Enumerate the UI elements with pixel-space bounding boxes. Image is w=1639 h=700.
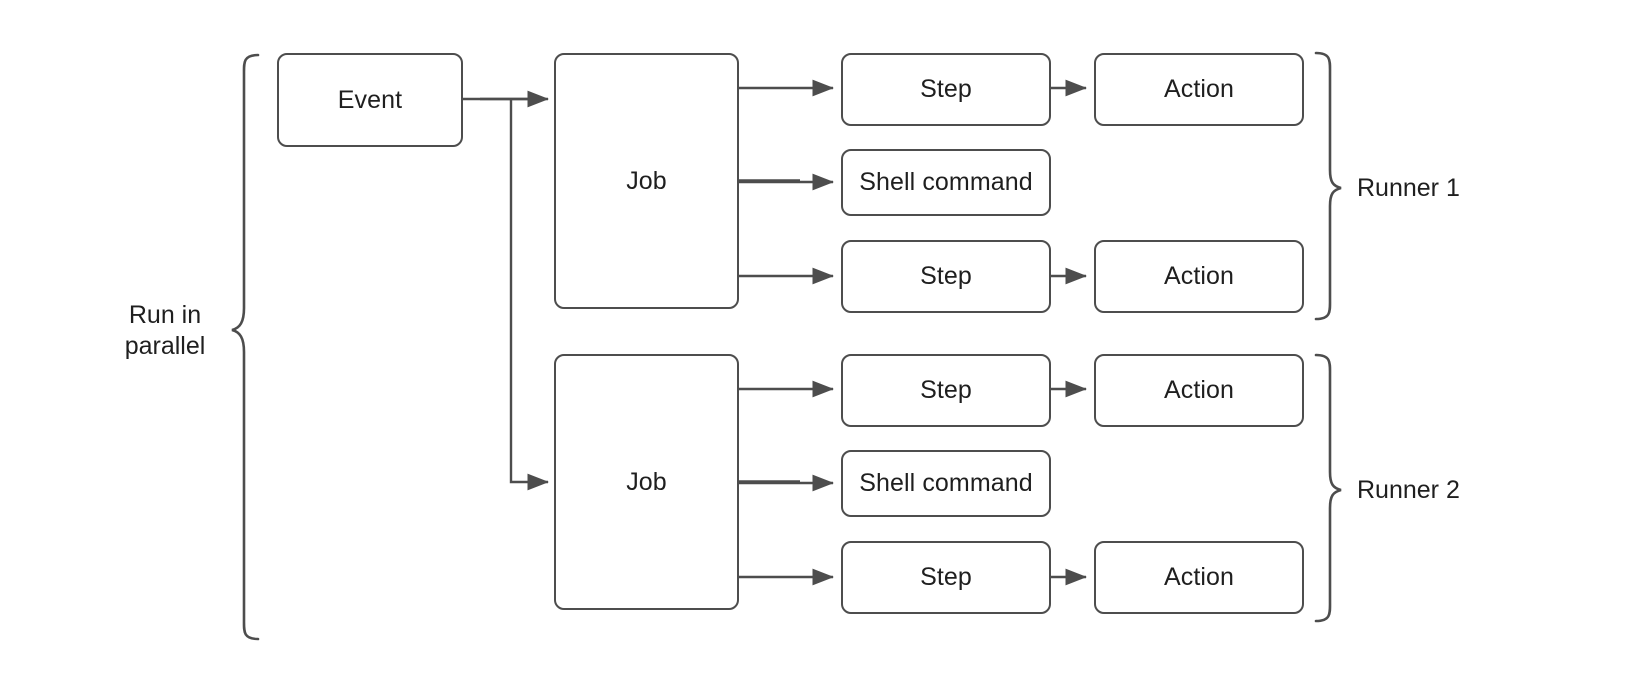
node-event-label: Event xyxy=(337,85,403,114)
node-runner2-step-2-label: Step xyxy=(920,563,972,592)
node-job-2[interactable]: Job xyxy=(554,354,739,610)
brace-runner-1 xyxy=(1314,51,1342,321)
group-label-runner-1: Runner 1 xyxy=(1357,174,1460,202)
node-runner2-action-1[interactable]: Action xyxy=(1094,354,1304,427)
brace-runner-2 xyxy=(1314,353,1342,623)
node-job-2-label: Job xyxy=(626,467,667,496)
node-runner1-step-2-label: Step xyxy=(920,262,972,291)
brace-run-in-parallel xyxy=(231,53,260,641)
node-job-1[interactable]: Job xyxy=(554,53,739,309)
node-runner2-shell-command[interactable]: Shell command xyxy=(841,450,1051,517)
node-runner2-step-1[interactable]: Step xyxy=(841,354,1051,427)
node-event[interactable]: Event xyxy=(277,53,463,147)
node-runner1-step-1[interactable]: Step xyxy=(841,53,1051,126)
node-runner1-action-1-label: Action xyxy=(1163,75,1235,104)
node-runner1-action-1[interactable]: Action xyxy=(1094,53,1304,126)
node-job-1-label: Job xyxy=(626,166,667,195)
node-runner2-action-2-label: Action xyxy=(1163,563,1235,592)
node-runner2-step-1-label: Step xyxy=(920,376,972,405)
node-runner1-step-1-label: Step xyxy=(920,75,972,104)
node-runner1-action-2[interactable]: Action xyxy=(1094,240,1304,313)
node-runner1-step-2[interactable]: Step xyxy=(841,240,1051,313)
node-runner2-action-1-label: Action xyxy=(1163,376,1235,405)
node-runner1-shell-command[interactable]: Shell command xyxy=(841,149,1051,216)
edge-event-to-job2 xyxy=(509,99,549,491)
node-runner2-action-2[interactable]: Action xyxy=(1094,541,1304,614)
group-label-run-in-parallel: Run in parallel xyxy=(124,301,206,360)
node-runner2-step-2[interactable]: Step xyxy=(841,541,1051,614)
node-runner1-shell-command-label: Shell command xyxy=(859,168,1033,197)
group-label-runner-2: Runner 2 xyxy=(1357,476,1460,504)
node-runner2-shell-command-label: Shell command xyxy=(859,469,1033,498)
node-runner1-action-2-label: Action xyxy=(1163,262,1235,291)
